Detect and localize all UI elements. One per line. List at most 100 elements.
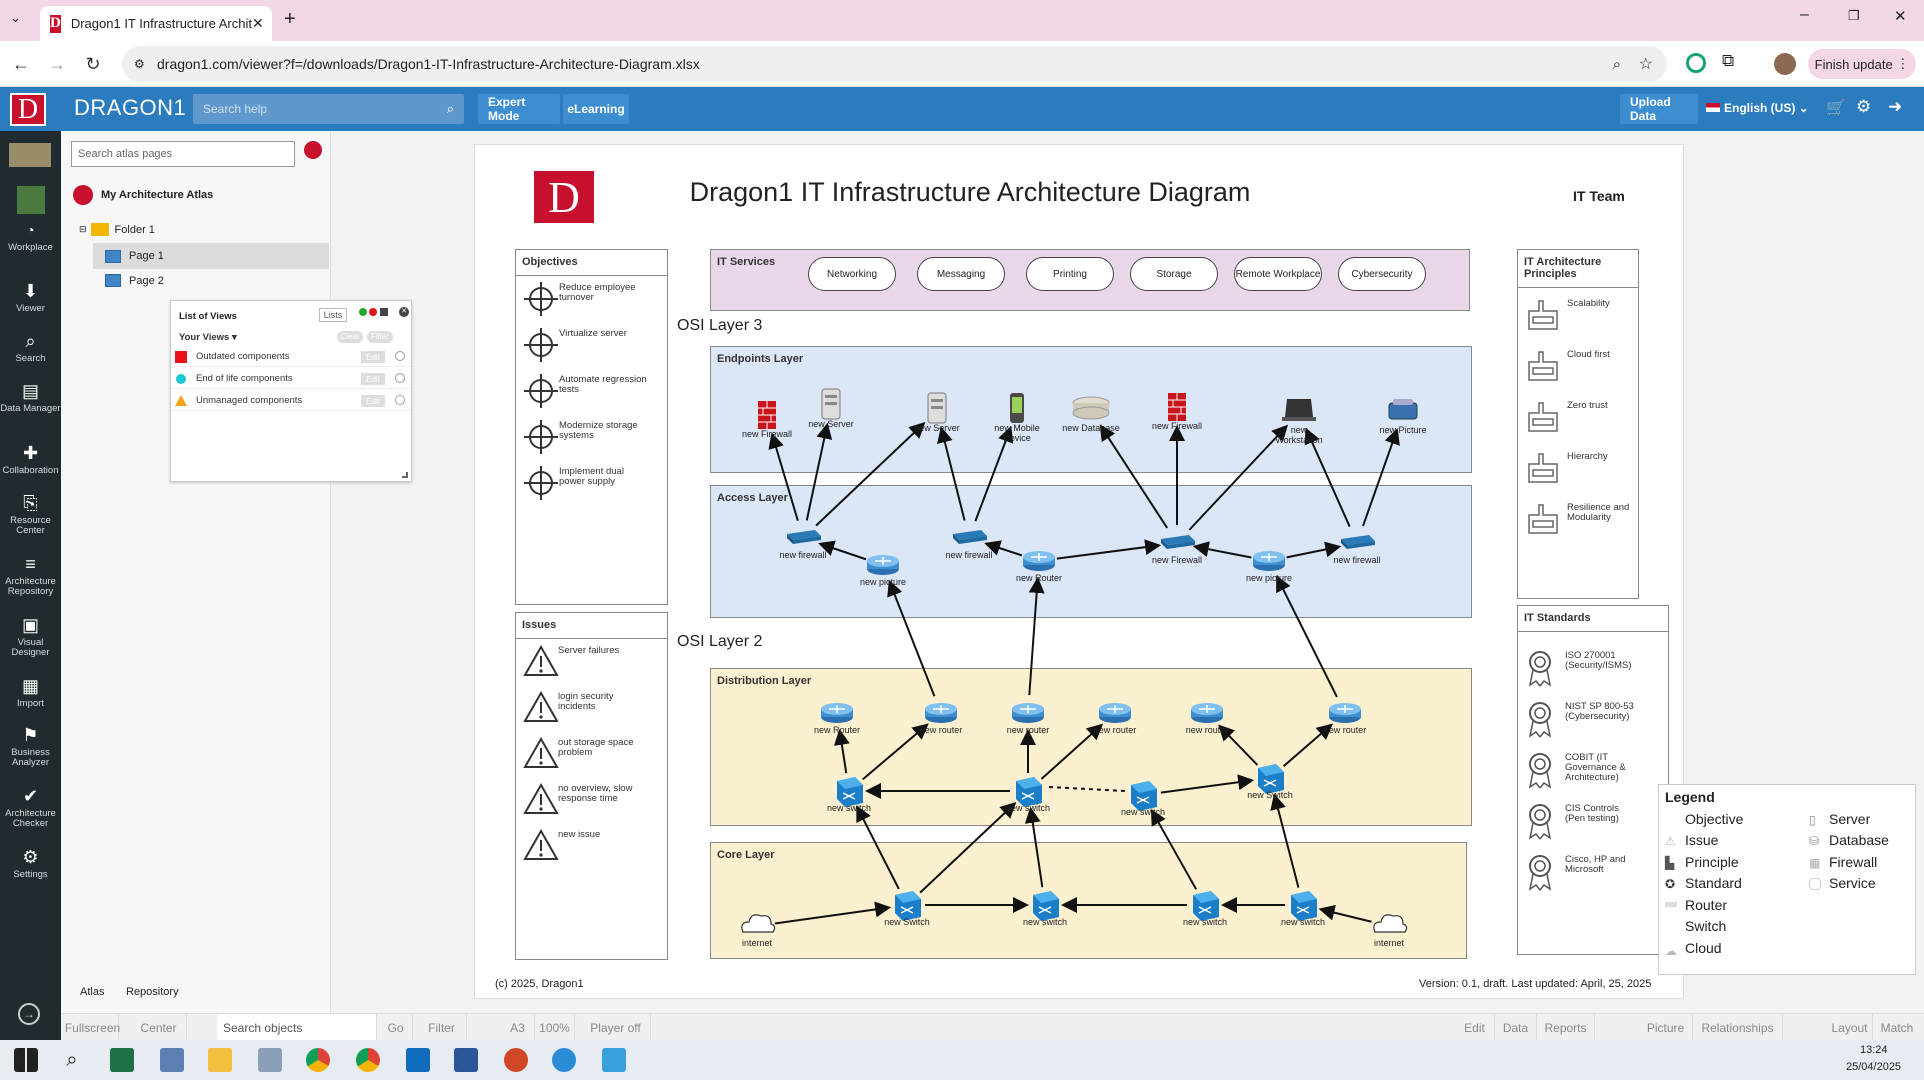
zoom-icon[interactable]: ⌕ [1612, 55, 1621, 73]
service-cybersecurity[interactable]: Cybersecurity [1338, 257, 1426, 291]
reload-icon[interactable]: ↻ [85, 53, 101, 74]
language-selector[interactable]: English (US) ⌄ [1706, 101, 1809, 115]
view-row[interactable]: Unmanaged components Edit [171, 391, 411, 411]
node-label[interactable]: new Server [808, 419, 854, 429]
tab-list-chevron-icon[interactable]: ⌄ [10, 10, 21, 25]
node-label[interactable]: new switch [826, 803, 871, 813]
grammarly-icon[interactable] [1686, 53, 1706, 73]
node-label[interactable]: new firewall [779, 550, 827, 560]
tab-atlas[interactable]: Atlas [80, 986, 105, 998]
resize-handle-icon[interactable] [402, 472, 408, 478]
nav-architecture-checker[interactable]: ✔Architecture Checker [0, 786, 61, 829]
node-label[interactable]: new switch [1022, 917, 1067, 927]
windows-start-icon[interactable] [14, 1048, 38, 1072]
service-messaging[interactable]: Messaging [917, 257, 1005, 291]
edge-icon[interactable] [552, 1048, 576, 1072]
node-label[interactable]: new switch [1280, 917, 1325, 927]
tree-toggle-icon[interactable]: ⊟ [79, 224, 87, 234]
reports-button[interactable]: Reports [1537, 1014, 1595, 1041]
upload-data-button[interactable]: Upload Data [1620, 94, 1698, 124]
file-explorer-icon[interactable] [208, 1048, 232, 1072]
edit-button[interactable]: Edit [361, 395, 385, 407]
nav-settings[interactable]: ⚙Settings [0, 847, 61, 880]
user-photo[interactable] [9, 143, 51, 167]
nav-import[interactable]: ▦Import [0, 676, 61, 709]
expert-mode-button[interactable]: Expert Mode [478, 94, 560, 124]
red-dot-icon[interactable] [369, 308, 377, 316]
distribution-layer[interactable]: Distribution Layer [710, 668, 1472, 826]
diagram-canvas[interactable]: D Dragon1 IT Infrastructure Architecture… [474, 144, 1684, 999]
node-label[interactable]: new Database [1062, 423, 1120, 433]
chrome-icon[interactable] [306, 1048, 330, 1072]
minimize-panel-icon[interactable] [380, 308, 388, 316]
word-icon[interactable] [454, 1048, 478, 1072]
green-dot-icon[interactable] [359, 308, 367, 316]
logout-icon[interactable]: ➜ [1888, 97, 1903, 116]
tab-repository[interactable]: Repository [126, 986, 179, 998]
tree-page-1[interactable]: Page 1 [93, 243, 329, 269]
record-button[interactable] [304, 141, 322, 159]
clear-button[interactable]: Clear [337, 331, 363, 343]
node-label[interactable]: new firewall [1333, 555, 1381, 565]
nav-data-manager[interactable]: ▤Data Manager [0, 381, 61, 414]
node-label[interactable]: new switch [1005, 803, 1050, 813]
dragon1-logo[interactable]: D [10, 93, 46, 126]
atlas-root[interactable]: My Architecture Atlas [73, 185, 213, 205]
close-panel-icon[interactable]: ✕ [399, 307, 409, 317]
nav-viewer[interactable]: ⬇Viewer [0, 281, 61, 314]
node-label[interactable]: new router [1185, 725, 1229, 735]
view-settings-icon[interactable] [395, 373, 405, 383]
tree-page-2[interactable]: Page 2 [105, 274, 164, 287]
principles-box[interactable]: IT Architecture Principles [1517, 249, 1639, 599]
app-icon[interactable] [258, 1048, 282, 1072]
node-label[interactable]: new Picture [1379, 425, 1427, 435]
node-label[interactable]: new Router [813, 725, 861, 735]
node-label[interactable]: new Switch [1247, 790, 1293, 800]
excel-icon[interactable] [110, 1048, 134, 1072]
url-bar[interactable]: ⚙ dragon1.com/viewer?f=/downloads/Dragon… [122, 46, 1667, 82]
picture-button[interactable]: Picture [1639, 1014, 1693, 1041]
atlas-search-input[interactable]: Search atlas pages [71, 141, 295, 167]
nav-visual-designer[interactable]: ▣Visual Designer [0, 615, 61, 658]
paper-size-button[interactable]: A3 [501, 1014, 535, 1041]
search-objects-input[interactable]: Search objects [217, 1014, 377, 1041]
site-info-icon[interactable]: ⚙ [134, 57, 145, 71]
filter-button[interactable]: Filter [367, 331, 393, 343]
profile-avatar[interactable] [1774, 53, 1796, 75]
settings-gears-icon[interactable]: ⚙ [1856, 97, 1872, 116]
nav-business-analyzer[interactable]: ⚑Business Analyzer [0, 725, 61, 768]
node-label[interactable]: internet [741, 938, 773, 948]
match-button[interactable]: Match [1880, 1020, 1914, 1035]
collapse-arrow-icon[interactable]: → [18, 1003, 40, 1025]
network-app-icon[interactable] [160, 1048, 184, 1072]
node-label[interactable]: new firewall [945, 550, 993, 560]
objectives-box[interactable]: Objectives [515, 249, 668, 605]
standards-box[interactable]: IT Standards [1517, 605, 1669, 955]
nav-architecture-repository[interactable]: ≡Architecture Repository [0, 554, 61, 597]
lists-button[interactable]: Lists [319, 308, 347, 322]
node-label[interactable]: new Firewall [1151, 555, 1202, 565]
nav-workplace[interactable]: ◔Workplace [0, 186, 61, 253]
node-label[interactable]: new Firewall [741, 429, 792, 439]
center-button[interactable]: Center [131, 1014, 187, 1041]
cart-icon[interactable]: 🛒 [1826, 100, 1846, 117]
node-label[interactable]: new picture [1245, 573, 1293, 583]
node-label[interactable]: new switch [1182, 917, 1227, 927]
node-label[interactable]: new Switch [884, 917, 930, 927]
node-label[interactable]: new router [1006, 725, 1050, 735]
node-label[interactable]: new Firewall [1151, 421, 1202, 431]
bookmark-star-icon[interactable]: ☆ [1638, 56, 1653, 73]
tree-folder-1[interactable]: ⊟ Folder 1 [79, 223, 155, 236]
player-button[interactable]: Player off [581, 1014, 651, 1041]
relationships-button[interactable]: Relationships [1693, 1014, 1783, 1041]
service-storage[interactable]: Storage [1130, 257, 1218, 291]
nav-search[interactable]: ⌕Search [0, 331, 61, 364]
node-label[interactable]: new Server [914, 423, 960, 433]
service-printing[interactable]: Printing [1026, 257, 1114, 291]
layout-button[interactable]: Layout [1827, 1014, 1873, 1041]
node-label[interactable]: new router [1093, 725, 1137, 735]
help-search-input[interactable]: Search help ⌕ [193, 94, 464, 124]
node-label[interactable]: new router [1323, 725, 1367, 735]
new-tab-icon[interactable]: + [284, 8, 296, 30]
zoom-button[interactable]: 100% [535, 1014, 575, 1041]
